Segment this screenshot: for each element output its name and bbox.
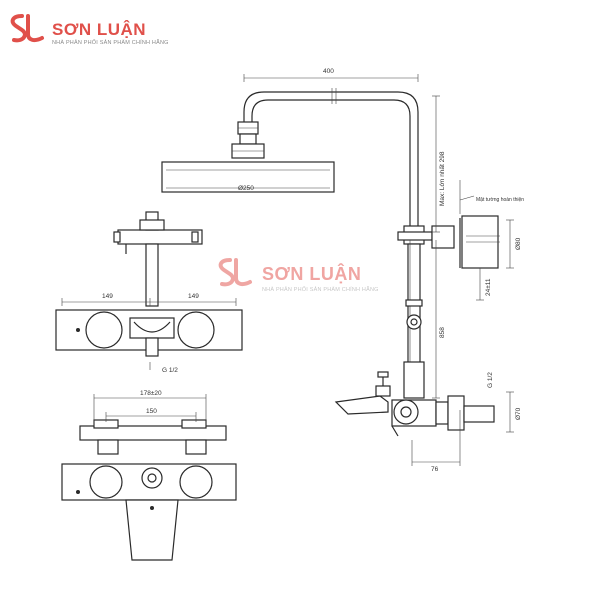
dim-column-height: 858 bbox=[439, 327, 446, 338]
dim-bracket-offset: 24±11 bbox=[485, 278, 492, 296]
watermark-logo-icon bbox=[218, 258, 252, 287]
dim-wall-mark: Mặt tường hoàn thiện bbox=[476, 197, 524, 203]
dim-outlet-thread: G 1/2 bbox=[487, 372, 494, 388]
dim-centers: 150 bbox=[146, 408, 157, 415]
dim-wall-depth: Ø80 bbox=[515, 237, 522, 250]
brand-logo-icon bbox=[10, 14, 44, 43]
dim-arm-width: 400 bbox=[323, 68, 334, 75]
dim-head-diameter: Ø250 bbox=[238, 185, 254, 192]
brand-tagline: NHÀ PHÂN PHỐI SẢN PHẨM CHÍNH HÃNG bbox=[52, 40, 169, 46]
watermark-name: SƠN LUẬN bbox=[262, 264, 362, 284]
dim-centers-range: 178±20 bbox=[140, 390, 162, 397]
dim-left-half: 149 bbox=[102, 293, 113, 300]
brand-name: SƠN LUẬN bbox=[52, 20, 147, 39]
watermark-tagline: NHÀ PHÂN PHỐI SẢN PHẨM CHÍNH HÃNG bbox=[262, 287, 379, 293]
dim-body-offset: 76 bbox=[431, 466, 439, 473]
dim-outlet-diameter: Ø70 bbox=[515, 407, 522, 420]
dim-right-half: 149 bbox=[188, 293, 199, 300]
mixer-front-view bbox=[55, 211, 243, 370]
dim-max-height: Max: Lớn nhất 298 bbox=[437, 151, 446, 206]
dim-inlet-thread: G 1/2 bbox=[162, 367, 178, 374]
shower-column bbox=[161, 74, 514, 466]
mixer-top-view bbox=[61, 394, 237, 561]
